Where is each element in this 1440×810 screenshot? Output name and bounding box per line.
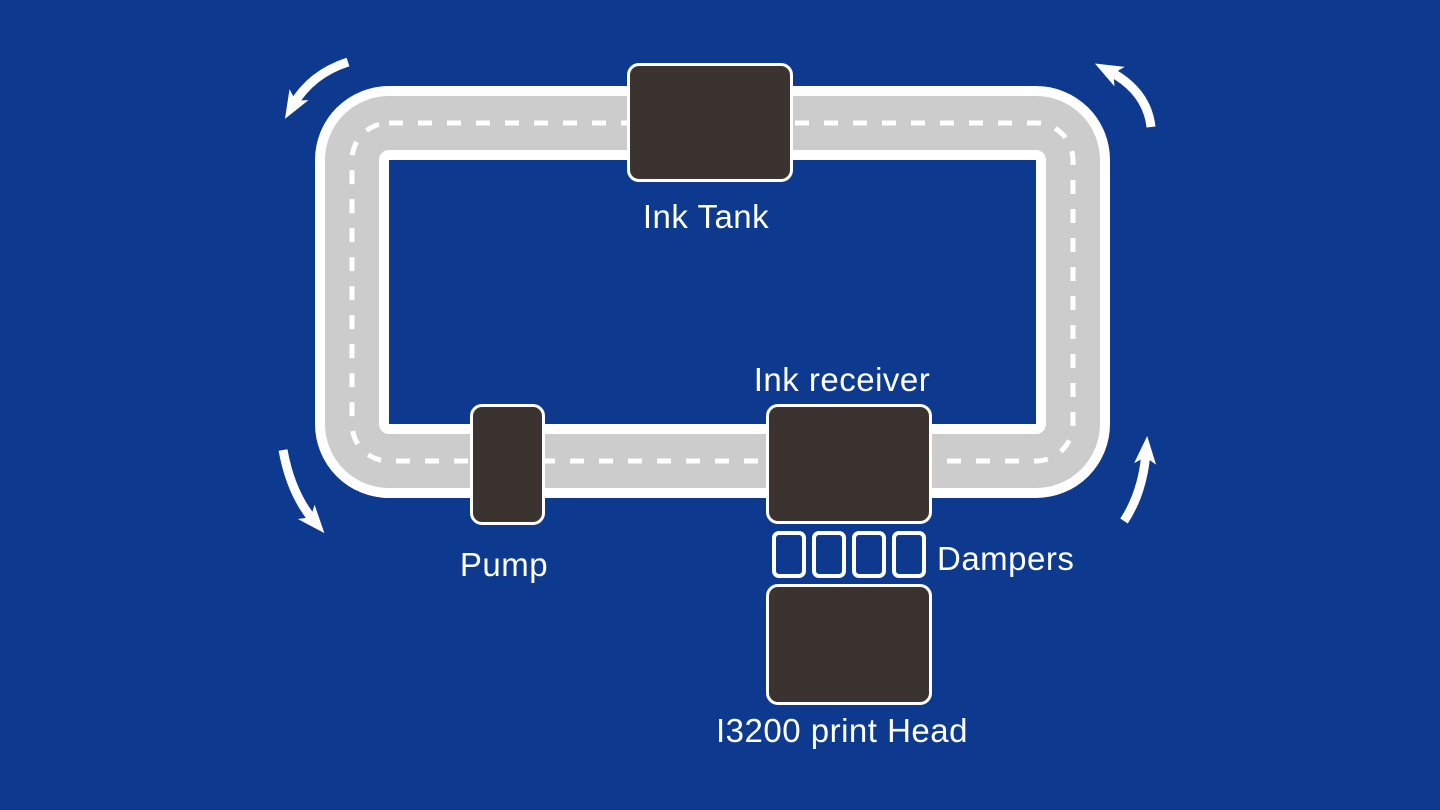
flow-arrow-bottom-left-icon — [278, 449, 325, 534]
dampers-row — [772, 531, 926, 578]
damper-cell — [892, 531, 926, 578]
flow-arrow-top-left-icon — [284, 57, 350, 119]
damper-cell — [772, 531, 806, 578]
ink-receiver-box — [766, 404, 932, 524]
pump-label: Pump — [459, 546, 549, 583]
flow-arrow-top-right-icon — [1094, 63, 1156, 128]
damper-cell — [812, 531, 846, 578]
pump-box — [470, 404, 545, 525]
print-head-box — [766, 584, 932, 705]
damper-cell — [852, 531, 886, 578]
dampers-label: Dampers — [937, 540, 1075, 577]
print-head-label: I3200 print Head — [715, 712, 969, 749]
ink-receiver-label: Ink receiver — [753, 361, 931, 398]
flow-arrow-bottom-right-icon — [1120, 436, 1157, 524]
ink-tank-box — [627, 63, 793, 182]
flow-arrows — [278, 57, 1157, 534]
ink-tank-label: Ink Tank — [642, 198, 770, 235]
